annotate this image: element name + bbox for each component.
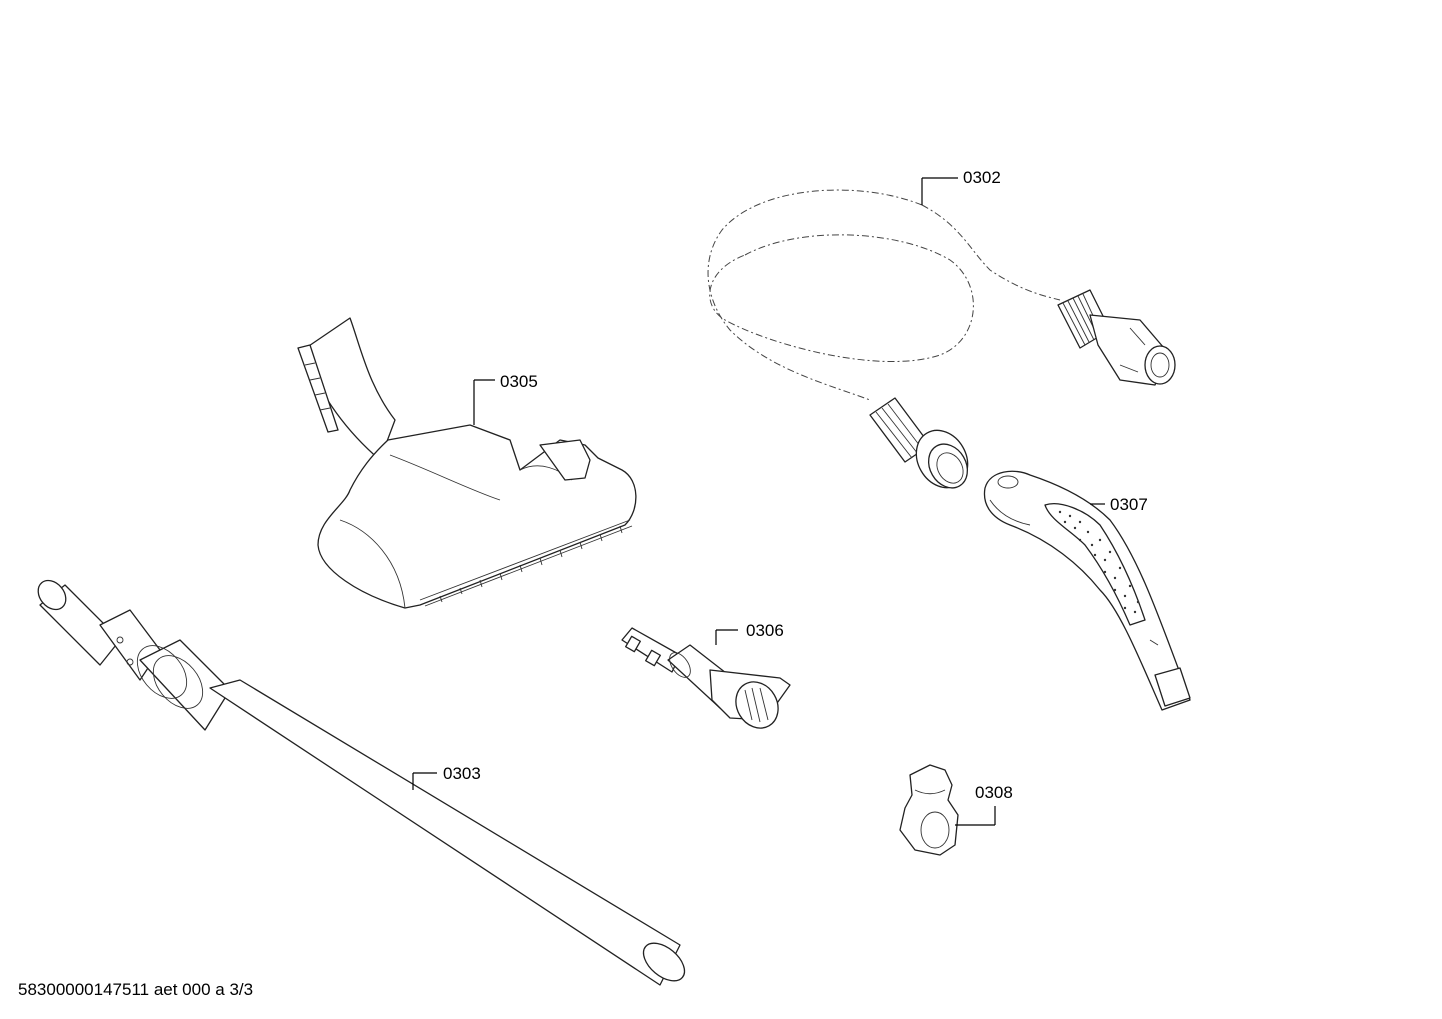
- document-id: 58300000147511 aet 000 a 3/3: [18, 980, 254, 999]
- part-label-0302: 0302: [963, 168, 1001, 187]
- part-label-0307: 0307: [1110, 495, 1148, 514]
- part-label-0308: 0308: [975, 783, 1013, 802]
- handle-icon: [983, 470, 1191, 711]
- part-label-0303: 0303: [443, 764, 481, 783]
- clip-icon: [899, 764, 959, 856]
- upholstery-nozzle-icon: [621, 627, 791, 729]
- part-label-0306: 0306: [746, 621, 784, 640]
- part-label-0305: 0305: [500, 372, 538, 391]
- hose-icon: [707, 189, 1176, 489]
- floor-nozzle-icon: [297, 317, 637, 609]
- telescopic-tube-icon: [37, 579, 686, 986]
